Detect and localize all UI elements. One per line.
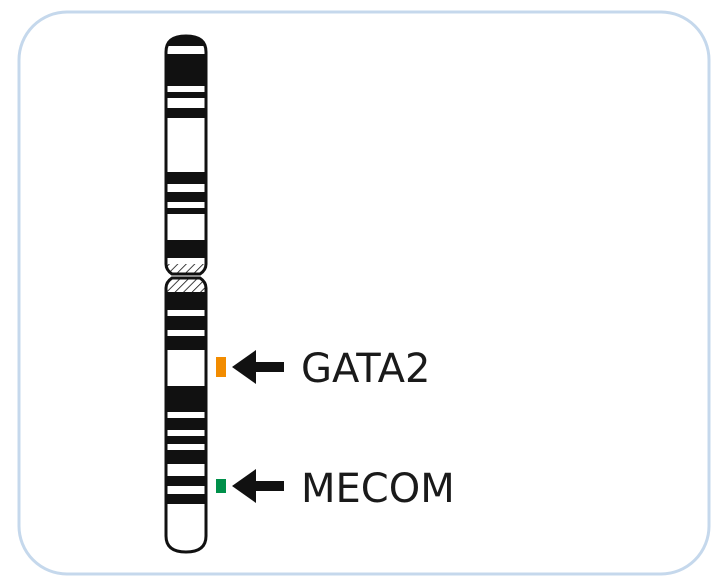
centromere-hatch [166,278,206,292]
mecom-arrow-icon [232,469,284,503]
chromosome-q-arm [164,276,208,554]
mecom-label: MECOM [301,466,455,512]
band [166,418,206,430]
band [166,240,206,258]
band [166,292,206,310]
centromere-hatch [166,264,206,274]
band [166,436,206,444]
gata2-label: GATA2 [301,346,430,392]
band [166,476,206,486]
band [166,192,206,202]
band [166,450,206,464]
gata2-arrow-icon [232,350,284,384]
band [166,36,206,46]
band [166,494,206,504]
band [166,208,206,214]
band [166,316,206,330]
band [166,54,206,86]
band [166,386,206,412]
band [166,92,206,98]
marker-mecom: MECOM [216,466,455,512]
mecom-locus-marker [216,479,226,493]
gata2-locus-marker [216,357,226,377]
band [166,172,206,184]
marker-gata2: GATA2 [216,346,430,392]
band [166,108,206,118]
chromosome-p-arm [164,34,208,276]
band [166,336,206,350]
